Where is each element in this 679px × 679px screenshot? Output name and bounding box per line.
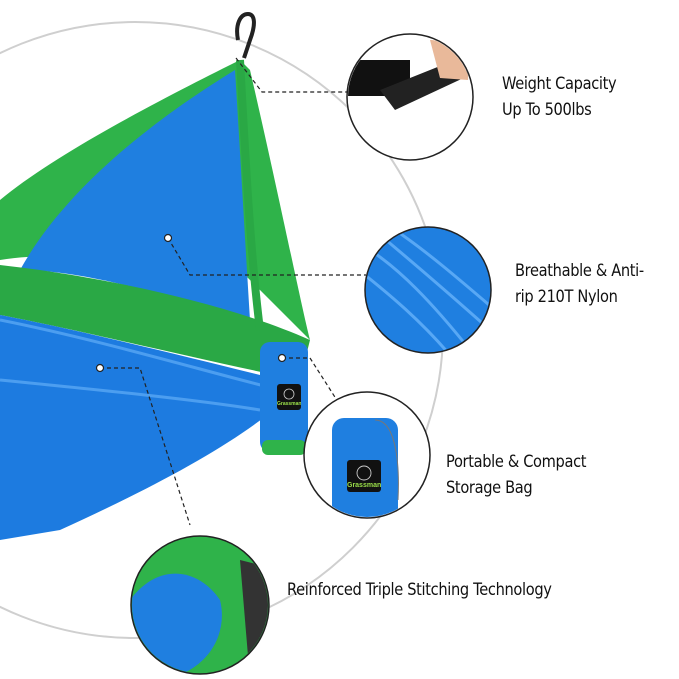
feature-line: Portable & Compact xyxy=(446,452,587,472)
brand-logo-text-detail-bag: Grassman xyxy=(347,482,381,489)
feature-triple-stitching: Reinforced Triple Stitching Technology xyxy=(287,577,552,603)
feature-line: Breathable & Anti- xyxy=(515,261,644,281)
feature-weight-capacity: Weight Capacity Up To 500lbs xyxy=(502,71,617,123)
detail-nylon xyxy=(364,226,492,354)
detail-storage-bag xyxy=(303,391,431,519)
feature-storage-bag: Portable & Compact Storage Bag xyxy=(446,449,587,501)
hammock-image xyxy=(0,11,310,540)
detail-carabiner xyxy=(346,33,474,161)
feature-line: Storage Bag xyxy=(446,478,533,498)
detail-stitching xyxy=(130,535,270,675)
brand-logo-text-hammock-bag: Grassman xyxy=(277,401,301,407)
feature-line: Weight Capacity xyxy=(502,74,617,94)
feature-breathable-nylon: Breathable & Anti- rip 210T Nylon xyxy=(515,258,644,310)
feature-line: Reinforced Triple Stitching Technology xyxy=(287,580,552,600)
leader-lines xyxy=(100,57,366,526)
feature-line: rip 210T Nylon xyxy=(515,287,618,307)
feature-line: Up To 500lbs xyxy=(502,100,592,120)
